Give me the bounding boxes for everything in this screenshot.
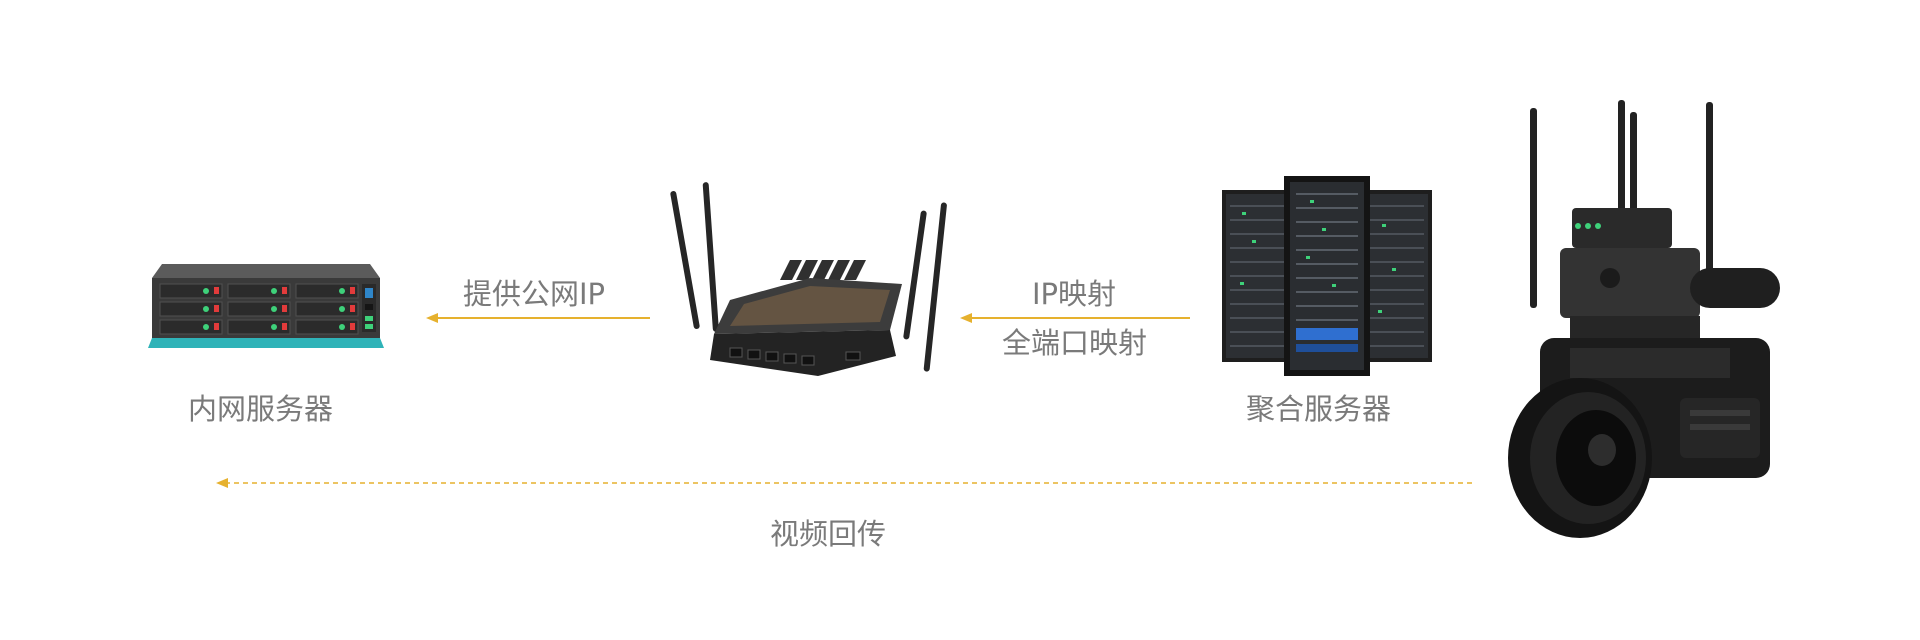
4g-router-icon <box>670 182 947 376</box>
video-return-label: 视频回传 <box>770 517 887 551</box>
broadcast-camera-icon <box>1508 100 1780 538</box>
server-cabinet-icon <box>1222 176 1432 376</box>
internal-server-label: 内网服务器 <box>188 392 334 426</box>
arrow-head-video-return <box>216 478 228 488</box>
rack-server-icon <box>148 264 384 348</box>
arrow-head-provide-public-ip <box>426 313 438 323</box>
full-port-mapping-label: 全端口映射 <box>1002 326 1148 360</box>
provide-public-ip-label: 提供公网IP <box>463 277 606 311</box>
ip-mapping-label: IP映射 <box>1032 277 1117 311</box>
aggregation-server-label: 聚合服务器 <box>1246 392 1392 426</box>
arrow-head-ip-mapping <box>960 313 972 323</box>
